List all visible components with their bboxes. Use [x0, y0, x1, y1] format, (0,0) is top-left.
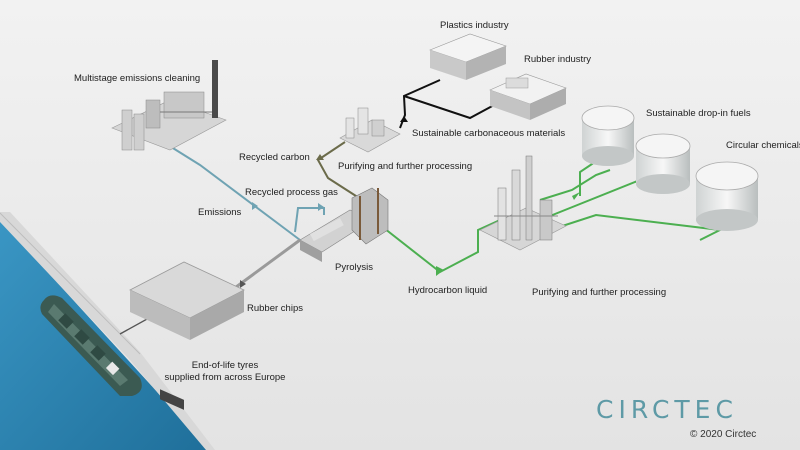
label-sustainable-fuels: Sustainable drop-in fuels: [646, 108, 751, 119]
tank-circular-icon: [695, 161, 759, 231]
label-purifying-1: Purifying and further processing: [338, 161, 473, 172]
plastics-industry-building-icon: [429, 33, 507, 80]
label-purifying-2: Purifying and further processing: [532, 287, 667, 298]
label-plastics-industry: Plastics industry: [440, 20, 509, 31]
label-recycled-carbon: Recycled carbon: [239, 152, 310, 163]
label-pyrolysis: Pyrolysis: [335, 262, 374, 273]
pyrolysis-plant-icon: [299, 187, 389, 262]
label-circular-chemicals: Circular chemicals: [726, 140, 800, 151]
copyright-text: © 2020 Circtec: [690, 429, 757, 440]
refinery-icon: [479, 155, 567, 251]
tank-fuels-icon: [581, 105, 635, 166]
label-recycled-gas: Recycled process gas: [245, 187, 338, 198]
purifying-plant-1-icon: [339, 107, 401, 153]
carbon-flow: [316, 141, 371, 206]
label-end-of-life-line2: supplied from across Europe: [164, 372, 286, 383]
label-emissions: Emissions: [198, 207, 242, 218]
cargo-ship-icon: [40, 295, 142, 396]
circtec-logo: CIRCTEC: [596, 395, 738, 424]
rubber-industry-building-icon: [489, 73, 567, 120]
emissions-cleaning-plant-icon: [111, 60, 227, 151]
materials-flow: [399, 79, 497, 129]
tank-chemicals-icon: [635, 133, 691, 194]
label-end-of-life-line1: End-of-life tyres: [191, 360, 259, 371]
label-rubber-industry: Rubber industry: [524, 54, 592, 65]
label-rubber-chips: Rubber chips: [247, 303, 303, 314]
label-multistage-emissions: Multistage emissions cleaning: [74, 73, 201, 84]
label-sustainable-materials: Sustainable carbonaceous materials: [412, 128, 566, 139]
rubber-chips-warehouse-icon: [129, 261, 245, 410]
label-hydrocarbon-liquid: Hydrocarbon liquid: [408, 285, 488, 296]
